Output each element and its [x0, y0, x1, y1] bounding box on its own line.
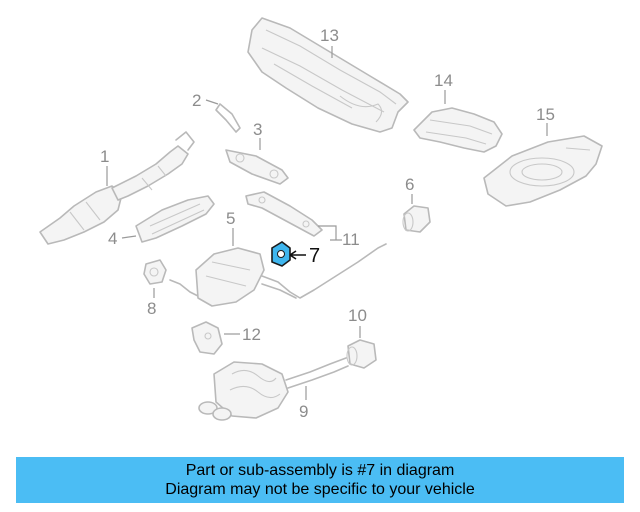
- callout-11-line: [318, 225, 342, 241]
- part-3-gasket[interactable]: [225, 149, 289, 185]
- callout-4-line: [121, 235, 137, 239]
- callout-5[interactable]: 5: [226, 209, 235, 228]
- part-7-highlighted[interactable]: [271, 241, 291, 267]
- part-9-rear-muffler[interactable]: [198, 357, 349, 421]
- callout-7[interactable]: 7: [309, 245, 320, 267]
- callout-4[interactable]: 4: [108, 229, 117, 248]
- part-12-bracket[interactable]: [191, 321, 223, 355]
- part-8-hanger[interactable]: [143, 259, 167, 285]
- callout-8[interactable]: 8: [147, 299, 156, 318]
- part-14-heat-shield[interactable]: [413, 107, 503, 153]
- callout-1[interactable]: 1: [100, 147, 109, 166]
- part-13-heat-shield[interactable]: [247, 17, 409, 133]
- part-4-heat-shield[interactable]: [135, 195, 215, 243]
- callout-11[interactable]: 11: [342, 230, 360, 249]
- part-11-bracket[interactable]: [245, 191, 323, 237]
- callout-14[interactable]: 14: [434, 71, 453, 90]
- part-10-clamp[interactable]: [346, 339, 377, 369]
- banner-line-1: Part or sub-assembly is #7 in diagram: [185, 462, 455, 479]
- callout-15[interactable]: 15: [536, 105, 555, 124]
- callout-13[interactable]: 13: [320, 26, 339, 45]
- exhaust-parts-diagram: 13 14 15 2 3 1: [39, 17, 603, 421]
- callout-6[interactable]: 6: [405, 175, 414, 194]
- callout-10[interactable]: 10: [348, 306, 367, 325]
- part-6-clamp[interactable]: [402, 205, 431, 233]
- part-1-catalytic-converter[interactable]: [39, 131, 195, 245]
- callout-2-line: [205, 99, 219, 105]
- info-banner: Part or sub-assembly is #7 in diagram Di…: [16, 457, 624, 503]
- callout-9[interactable]: 9: [299, 402, 308, 421]
- part-15-heat-shield[interactable]: [483, 135, 603, 207]
- part-5-muffler[interactable]: [169, 243, 387, 307]
- callout-3[interactable]: 3: [253, 120, 262, 139]
- callout-7-arrow: [289, 250, 306, 260]
- banner-line-2: Diagram may not be specific to your vehi…: [165, 481, 475, 498]
- callout-12[interactable]: 12: [242, 325, 261, 344]
- part-2-gasket[interactable]: [215, 103, 241, 133]
- callout-2[interactable]: 2: [192, 91, 201, 110]
